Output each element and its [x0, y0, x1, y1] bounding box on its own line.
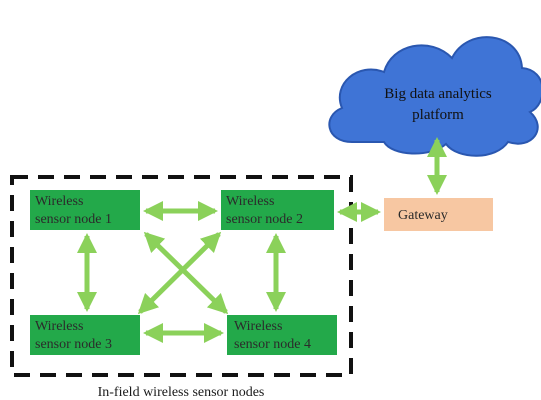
- cloud-shape: [328, 36, 541, 157]
- cloud-label-line2: platform: [412, 107, 464, 123]
- node-1-line2: sensor node 1: [35, 212, 112, 227]
- arrow-node1-node4: [143, 231, 229, 315]
- cloud-platform: Big data analytics platform: [328, 36, 541, 157]
- boundary-caption: In-field wireless sensor nodes: [98, 385, 265, 400]
- arrow-node2-node3: [137, 231, 222, 315]
- gateway-box: Gateway: [384, 198, 493, 231]
- node-2-line1: Wireless: [226, 194, 274, 209]
- sensor-node-3: Wireless sensor node 3: [30, 315, 140, 355]
- node-3-line2: sensor node 3: [35, 337, 112, 352]
- gateway-label: Gateway: [398, 208, 448, 223]
- node-3-line1: Wireless: [35, 319, 83, 334]
- node-4-line2: sensor node 4: [234, 337, 311, 352]
- field-boundary: [10, 175, 353, 377]
- sensor-node-4: Wireless sensor node 4: [227, 315, 337, 355]
- node-1-line1: Wireless: [35, 194, 83, 209]
- node-2-line2: sensor node 2: [226, 212, 303, 227]
- node-4-line1: Wireless: [234, 319, 282, 334]
- cloud-label-line1: Big data analytics: [384, 86, 492, 102]
- sensor-node-1: Wireless sensor node 1: [30, 190, 140, 230]
- sensor-node-2: Wireless sensor node 2: [221, 190, 334, 230]
